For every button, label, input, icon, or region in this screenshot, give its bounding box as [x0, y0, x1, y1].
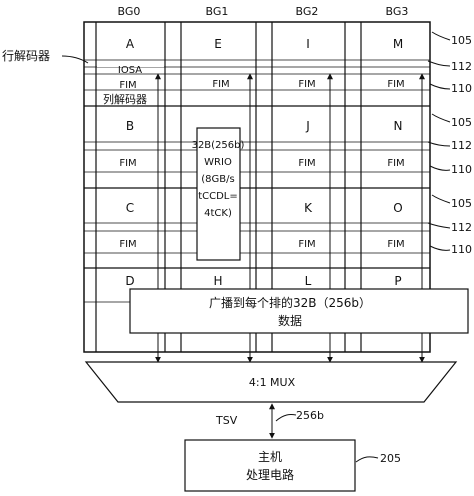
fim-label: FIM — [298, 79, 315, 90]
row-decoder-leader — [61, 55, 89, 64]
bank-label-j: J — [305, 119, 310, 133]
ref-bank: 105 — [451, 116, 472, 129]
fim-label: FIM — [387, 158, 404, 169]
ref-fim-lower: 110 — [451, 82, 472, 95]
wrio-line: tCCDL= — [198, 191, 238, 202]
wrio-line: WRIO — [204, 157, 232, 168]
bank-label-i: I — [306, 37, 310, 51]
ref-fim-lower: 110 — [451, 163, 472, 176]
wrio-box — [196, 127, 241, 261]
bank-label-n: N — [394, 119, 403, 133]
host-text: 主机 处理电路 — [246, 450, 294, 482]
memory-array-frame — [83, 21, 431, 353]
bank-label-m: M — [393, 37, 403, 51]
wrio-line: 32B(256b) — [192, 140, 245, 151]
column-decoder-label: 列解码器 — [103, 92, 147, 106]
row-decoder-label: 行解码器 — [2, 49, 50, 63]
mux-block — [84, 361, 458, 403]
host-line: 处理电路 — [246, 467, 294, 482]
bank-label-h: H — [213, 274, 222, 288]
bank-label-l: L — [305, 274, 312, 288]
bank-label-o: O — [393, 201, 402, 215]
broadcast-line: 数据 — [278, 313, 302, 328]
bus-width-leader — [275, 414, 297, 422]
bank-label-p: P — [394, 274, 401, 288]
reference-leaders — [427, 31, 451, 251]
broadcast-text: 广播到每个排的32B（256b） 数据 — [209, 295, 371, 328]
bank-label-e: E — [214, 37, 222, 51]
bank-group-header: BG1 — [206, 5, 229, 18]
ref-fim-upper: 112 — [451, 139, 472, 152]
bus-width-label: 256b — [296, 409, 324, 422]
mux-label: 4:1 MUX — [249, 376, 296, 389]
bank-group-header: BG0 — [118, 5, 141, 18]
tsv-label: TSV — [215, 414, 238, 427]
bank-row-separators — [84, 105, 430, 269]
fim-label: FIM — [119, 239, 136, 250]
bank-labels: A E I M B J N C K O D H L P — [125, 37, 403, 288]
column-decoder-block — [97, 91, 164, 105]
bank-group-header: BG2 — [296, 5, 319, 18]
mux-input-arrows — [155, 333, 425, 363]
fim-label: FIM — [119, 80, 136, 91]
fim-label: FIM — [298, 239, 315, 250]
ref-fim-upper: 112 — [451, 60, 472, 73]
iosa-block — [97, 61, 164, 67]
fim-label: FIM — [387, 239, 404, 250]
bank-label-c: C — [126, 201, 134, 215]
bank-label-d: D — [125, 274, 134, 288]
bank-label-a: A — [126, 37, 135, 51]
wrio-text: 32B(256b) WRIO (8GB/s tCCDL= 4tCK) — [192, 140, 245, 219]
wrio-line: (8GB/s — [201, 174, 234, 185]
fim-label: FIM — [212, 79, 229, 90]
broadcast-line: 广播到每个排的32B（256b） — [209, 295, 371, 310]
host-ref-leader — [355, 456, 379, 463]
bank-label-b: B — [126, 119, 134, 133]
reference-numerals: 105 112 110 105 112 110 105 112 110 — [451, 34, 472, 256]
ref-bank: 105 — [451, 34, 472, 47]
fim-label: FIM — [298, 158, 315, 169]
bank-label-k: K — [304, 201, 313, 215]
ref-fim-lower: 110 — [451, 243, 472, 256]
fim-label: FIM — [387, 79, 404, 90]
bank-group-header: BG3 — [386, 5, 409, 18]
host-ref-label: 205 — [380, 452, 401, 465]
wrio-line: 4tCK) — [204, 208, 232, 219]
ref-fim-upper: 112 — [451, 221, 472, 234]
fim-labels: FIM FIM FIM FIM FIM FIM FIM FIM FIM FIM — [119, 79, 404, 250]
fim-label: FIM — [119, 158, 136, 169]
bank-group-headers: BG0 BG1 BG2 BG3 — [118, 5, 409, 18]
host-line: 主机 — [258, 450, 282, 464]
ref-bank: 105 — [451, 197, 472, 210]
host-box — [184, 439, 356, 492]
iosa-label: IOSA — [118, 65, 142, 76]
broadcast-box — [129, 288, 469, 334]
